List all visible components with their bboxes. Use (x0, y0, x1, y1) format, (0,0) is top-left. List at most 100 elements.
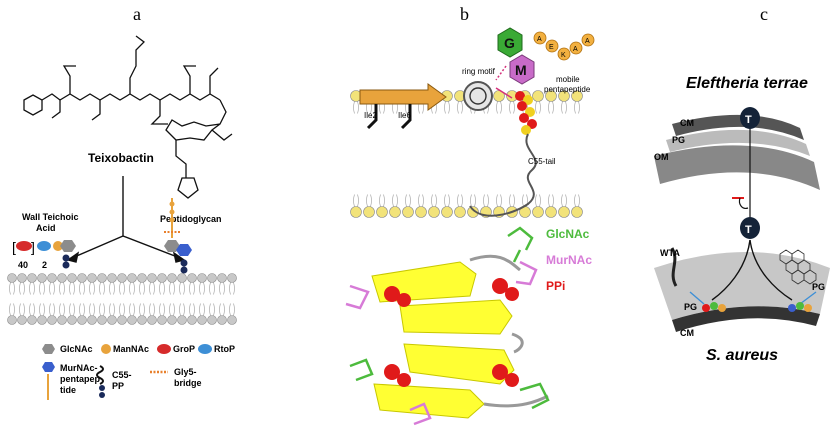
lipid-head (532, 90, 544, 102)
peptide-backbone (41, 93, 221, 101)
lipid-head (545, 206, 557, 218)
g-label: G (504, 35, 515, 51)
lipid-tail (139, 303, 145, 316)
cm-label-bottom: CM (680, 328, 694, 338)
lipid-head (97, 273, 107, 283)
mannac-glyph (53, 241, 63, 251)
beta-strand-4 (373, 383, 485, 419)
ser-side-chain-2 (209, 67, 219, 94)
murnac-stick (515, 260, 538, 286)
legend-grop-icon (157, 344, 171, 354)
lipid-tail (19, 282, 25, 295)
enduracididine-link (175, 140, 187, 178)
lipid-head (77, 315, 87, 325)
lipid-head (37, 315, 47, 325)
pg-glyphs (164, 198, 192, 274)
lipid-head (137, 273, 147, 283)
lipid-head (415, 206, 427, 218)
lipid-head (467, 206, 479, 218)
lipid-tail (444, 101, 450, 114)
lipid-head (127, 273, 137, 283)
lipid-tail (19, 303, 25, 316)
lipid-head (27, 315, 37, 325)
ppi-sphere (505, 373, 519, 387)
ppi-sphere (397, 293, 411, 307)
legend-a: GlcNAc ManNAc GroP RtoP MurNAc- pentapep… (42, 344, 235, 400)
ppi-label: PPi (546, 279, 565, 293)
wta-strand (670, 247, 678, 287)
lipid-complex (710, 302, 718, 310)
lipid-tail (470, 194, 476, 207)
lipid-tail (39, 282, 45, 295)
lipid-tail (535, 101, 541, 114)
ile-side-chain-4 (211, 129, 233, 141)
pentapeptide-bead (581, 33, 595, 47)
legend-rtop-label: RtoP (214, 344, 235, 354)
pink-arrow-2 (495, 65, 507, 81)
lipid-head (217, 315, 227, 325)
pp-bead-2 (62, 261, 70, 269)
murnac-label: MurNAc (546, 253, 592, 267)
lipid-head (47, 273, 57, 283)
lipid-head (428, 206, 440, 218)
lipid-complex (796, 302, 804, 310)
lipid-head (454, 206, 466, 218)
bracket-open: [ (12, 239, 16, 255)
ppi-sphere (384, 364, 400, 380)
lipid-head (67, 315, 77, 325)
ile-arrow (359, 83, 447, 130)
lipid-tail (405, 194, 411, 207)
ile6-side-chain (400, 104, 412, 130)
blue-arrow-right (799, 291, 817, 305)
membrane-a (7, 273, 237, 325)
mesh-cell (803, 269, 817, 285)
lipid-head (187, 315, 197, 325)
lipid-head (227, 273, 237, 283)
lipid-head (167, 315, 177, 325)
lipid-head (7, 315, 17, 325)
pentapeptide-letter: A (537, 36, 542, 43)
beta-strand-2 (399, 299, 513, 335)
enduracididine-ring (177, 177, 199, 199)
lipid-head (147, 315, 157, 325)
lipid-head (207, 273, 217, 283)
glcnac-stick (519, 382, 550, 410)
lipid-head (117, 273, 127, 283)
lipid-complex (702, 304, 710, 312)
legend-glcnac-label: GlcNAc (60, 344, 93, 354)
glcnac-label: GlcNAc (546, 227, 590, 241)
lipid-head (47, 315, 57, 325)
pg-label-bottom: PG (684, 302, 697, 312)
ppi-sphere (384, 286, 400, 302)
phenyl-ring (23, 94, 43, 116)
om-arc-top (654, 145, 820, 190)
lipid-tail (509, 194, 515, 207)
lipid-tail (119, 282, 125, 295)
lipid-head (207, 315, 217, 325)
lipid-tail (574, 101, 580, 114)
wta-glyphs: [ ] (12, 239, 76, 269)
pg-mesh (779, 249, 817, 285)
lipid-tail (169, 303, 175, 316)
om-label-top: OM (654, 152, 669, 162)
repeat-40: 40 (18, 260, 28, 270)
pentapeptide-letter: A (585, 38, 590, 45)
lipid-head (350, 206, 362, 218)
pentapeptide-bead (545, 39, 559, 53)
lipid-tail (109, 303, 115, 316)
lipid-head (67, 273, 77, 283)
lipid-tail (219, 282, 225, 295)
lipid-tail (209, 282, 215, 295)
lipid-tail (179, 282, 185, 295)
lipid-tail (159, 282, 165, 295)
lipid-tail (496, 194, 502, 207)
n-methyl-group (51, 100, 61, 119)
lipid-tail (229, 303, 235, 316)
pg-arc-top (666, 129, 810, 156)
pentapeptide-bead (169, 201, 175, 207)
t-node-bottom (740, 217, 760, 239)
glcnac-stick (507, 226, 534, 263)
teixobactin-label: Teixobactin (88, 151, 154, 165)
lipid-head (137, 315, 147, 325)
